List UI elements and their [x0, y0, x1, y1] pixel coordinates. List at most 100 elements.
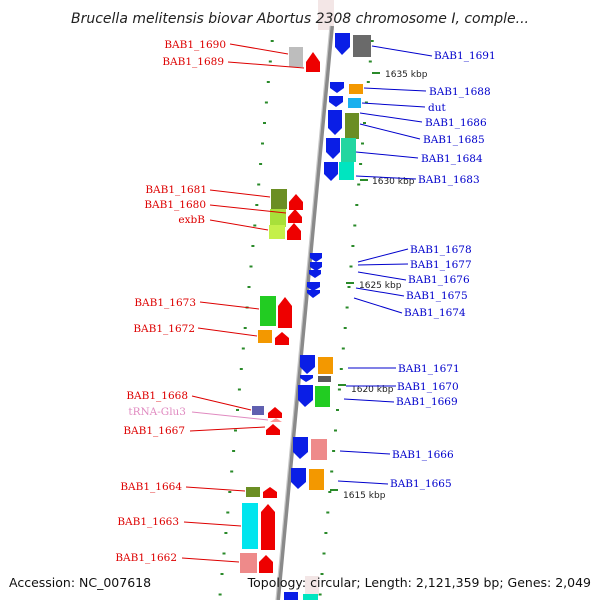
gene-box[interactable] [246, 487, 260, 497]
gene-label-bab1-1667[interactable]: BAB1_1667 [123, 425, 185, 437]
gene-box[interactable] [303, 594, 318, 600]
gene-label-bab1-1689[interactable]: BAB1_1689 [162, 56, 224, 68]
gene-label-bab1-1666[interactable]: BAB1_1666 [392, 449, 454, 461]
gene-label-bab1-1675[interactable]: BAB1_1675 [406, 290, 468, 302]
gene-label-bab1-1670[interactable]: BAB1_1670 [397, 381, 459, 393]
gene-arrow-reverse[interactable] [335, 33, 350, 55]
gene-arrow-reverse[interactable] [324, 162, 338, 181]
gene-arrow-forward[interactable] [261, 504, 275, 550]
gene-arrow-reverse[interactable] [293, 437, 308, 459]
gene-label-bab1-1690[interactable]: BAB1_1690 [164, 39, 226, 51]
gene-box[interactable] [341, 138, 356, 162]
gene-box[interactable] [269, 225, 285, 239]
gene-arrow-reverse[interactable] [309, 270, 321, 278]
gene-box[interactable] [252, 406, 264, 415]
gene-box[interactable] [309, 469, 324, 490]
gene-box[interactable] [345, 113, 359, 139]
gene-label-bab1-1674[interactable]: BAB1_1674 [404, 307, 466, 319]
gene-arrow-reverse[interactable] [300, 375, 313, 382]
gene-label-bab1-1683[interactable]: BAB1_1683 [418, 174, 480, 186]
gene-arrow-reverse[interactable] [328, 110, 342, 135]
gene-box[interactable] [270, 209, 286, 227]
scale-tick-dot [255, 204, 259, 206]
gene-box[interactable] [353, 35, 371, 57]
gene-box[interactable] [258, 330, 272, 343]
gene-label-bab1-1678[interactable]: BAB1_1678 [410, 244, 472, 256]
gene-box[interactable] [260, 296, 276, 326]
gene-label-bab1-1691[interactable]: BAB1_1691 [434, 50, 496, 62]
gene-box[interactable] [289, 47, 303, 67]
gene-arrow-forward[interactable] [263, 487, 277, 498]
gene-label-bab1-1685[interactable]: BAB1_1685 [423, 134, 485, 146]
gene-arrow-reverse[interactable] [329, 96, 343, 107]
gene-label-bab1-1663[interactable]: BAB1_1663 [117, 516, 179, 528]
gene-box[interactable] [318, 376, 331, 382]
gene-arrow-forward[interactable] [287, 223, 301, 240]
gene-arrow-reverse[interactable] [291, 468, 306, 489]
gene-box[interactable] [318, 357, 333, 374]
scale-tick-dot [361, 142, 364, 145]
scale-tick-dot [234, 429, 237, 432]
scale-tick-dot [251, 245, 255, 247]
gene-label-bab1-1684[interactable]: BAB1_1684 [421, 153, 483, 165]
gene-label-bab1-1680[interactable]: BAB1_1680 [144, 199, 206, 211]
leader-line [181, 557, 240, 563]
leader-line [227, 61, 305, 69]
leader-line [189, 426, 266, 432]
scale-label: 1615 kbp [343, 491, 386, 501]
scale-tick-dot [322, 552, 326, 555]
leader-line [209, 189, 271, 198]
gene-arrow-forward[interactable] [268, 407, 282, 418]
gene-arrow-forward[interactable] [275, 332, 289, 345]
chromosome-backbone-highlight [275, 25, 331, 600]
gene-arrow-reverse[interactable] [307, 290, 320, 298]
gene-label-bab1-1669[interactable]: BAB1_1669 [396, 396, 458, 408]
gene-label-bab1-1688[interactable]: BAB1_1688 [429, 86, 491, 98]
gene-box[interactable] [339, 162, 354, 180]
gene-arrow-reverse[interactable] [310, 262, 322, 271]
gene-box[interactable] [240, 553, 257, 573]
gene-label-bab1-1665[interactable]: BAB1_1665 [390, 478, 452, 490]
leader-line [339, 450, 391, 455]
gene-box[interactable] [311, 439, 327, 460]
gene-label-bab1-1664[interactable]: BAB1_1664 [120, 481, 182, 493]
gene-arrow-forward[interactable] [278, 297, 292, 328]
gene-arrow-forward[interactable] [266, 424, 280, 435]
gene-arrow-forward[interactable] [288, 209, 302, 223]
gene-box[interactable] [315, 386, 330, 407]
gene-label-bab1-1681[interactable]: BAB1_1681 [145, 184, 207, 196]
leader-line [197, 327, 258, 337]
gene-box[interactable] [348, 98, 361, 108]
gene-label-bab1-1668[interactable]: BAB1_1668 [126, 390, 188, 402]
gene-label-bab1-1671[interactable]: BAB1_1671 [398, 363, 460, 375]
gene-label-bab1-1662[interactable]: BAB1_1662 [115, 552, 177, 564]
gene-arrow-reverse[interactable] [284, 592, 298, 600]
gene-arrow-forward[interactable] [259, 555, 273, 573]
gene-label-exbb[interactable]: exbB [178, 214, 205, 226]
gene-label-trna-glu3[interactable]: tRNA-Glu3 [128, 406, 186, 418]
gene-arrow-reverse[interactable] [300, 355, 315, 374]
gene-label-bab1-1677[interactable]: BAB1_1677 [410, 259, 472, 271]
gene-arrow-reverse[interactable] [310, 253, 322, 262]
gene-arrow-reverse[interactable] [298, 385, 313, 407]
gene-label-bab1-1673[interactable]: BAB1_1673 [134, 297, 196, 309]
gene-arrow-forward[interactable] [289, 194, 303, 210]
scale-tick-dot [266, 81, 270, 83]
leader-line [343, 398, 395, 403]
gene-label-bab1-1672[interactable]: BAB1_1672 [133, 323, 195, 335]
scale-tick-dot [353, 224, 357, 227]
gene-label-bab1-1676[interactable]: BAB1_1676 [408, 274, 470, 286]
scale-tick-dot [253, 224, 257, 227]
gene-arrow-reverse[interactable] [330, 82, 344, 93]
gene-box[interactable] [349, 84, 363, 94]
gene-label-bab1-1686[interactable]: BAB1_1686 [425, 117, 487, 129]
gene-label-dut[interactable]: dut [428, 102, 446, 114]
trna-feature[interactable] [270, 418, 282, 422]
gene-box[interactable] [271, 189, 287, 209]
gene-arrow-reverse[interactable] [326, 138, 340, 159]
gene-box[interactable] [242, 503, 258, 549]
scale-tick-dot [224, 532, 228, 534]
gene-arrow-forward[interactable] [306, 52, 320, 72]
leader-line [185, 486, 246, 492]
gene-arrow-reverse[interactable] [307, 282, 320, 291]
